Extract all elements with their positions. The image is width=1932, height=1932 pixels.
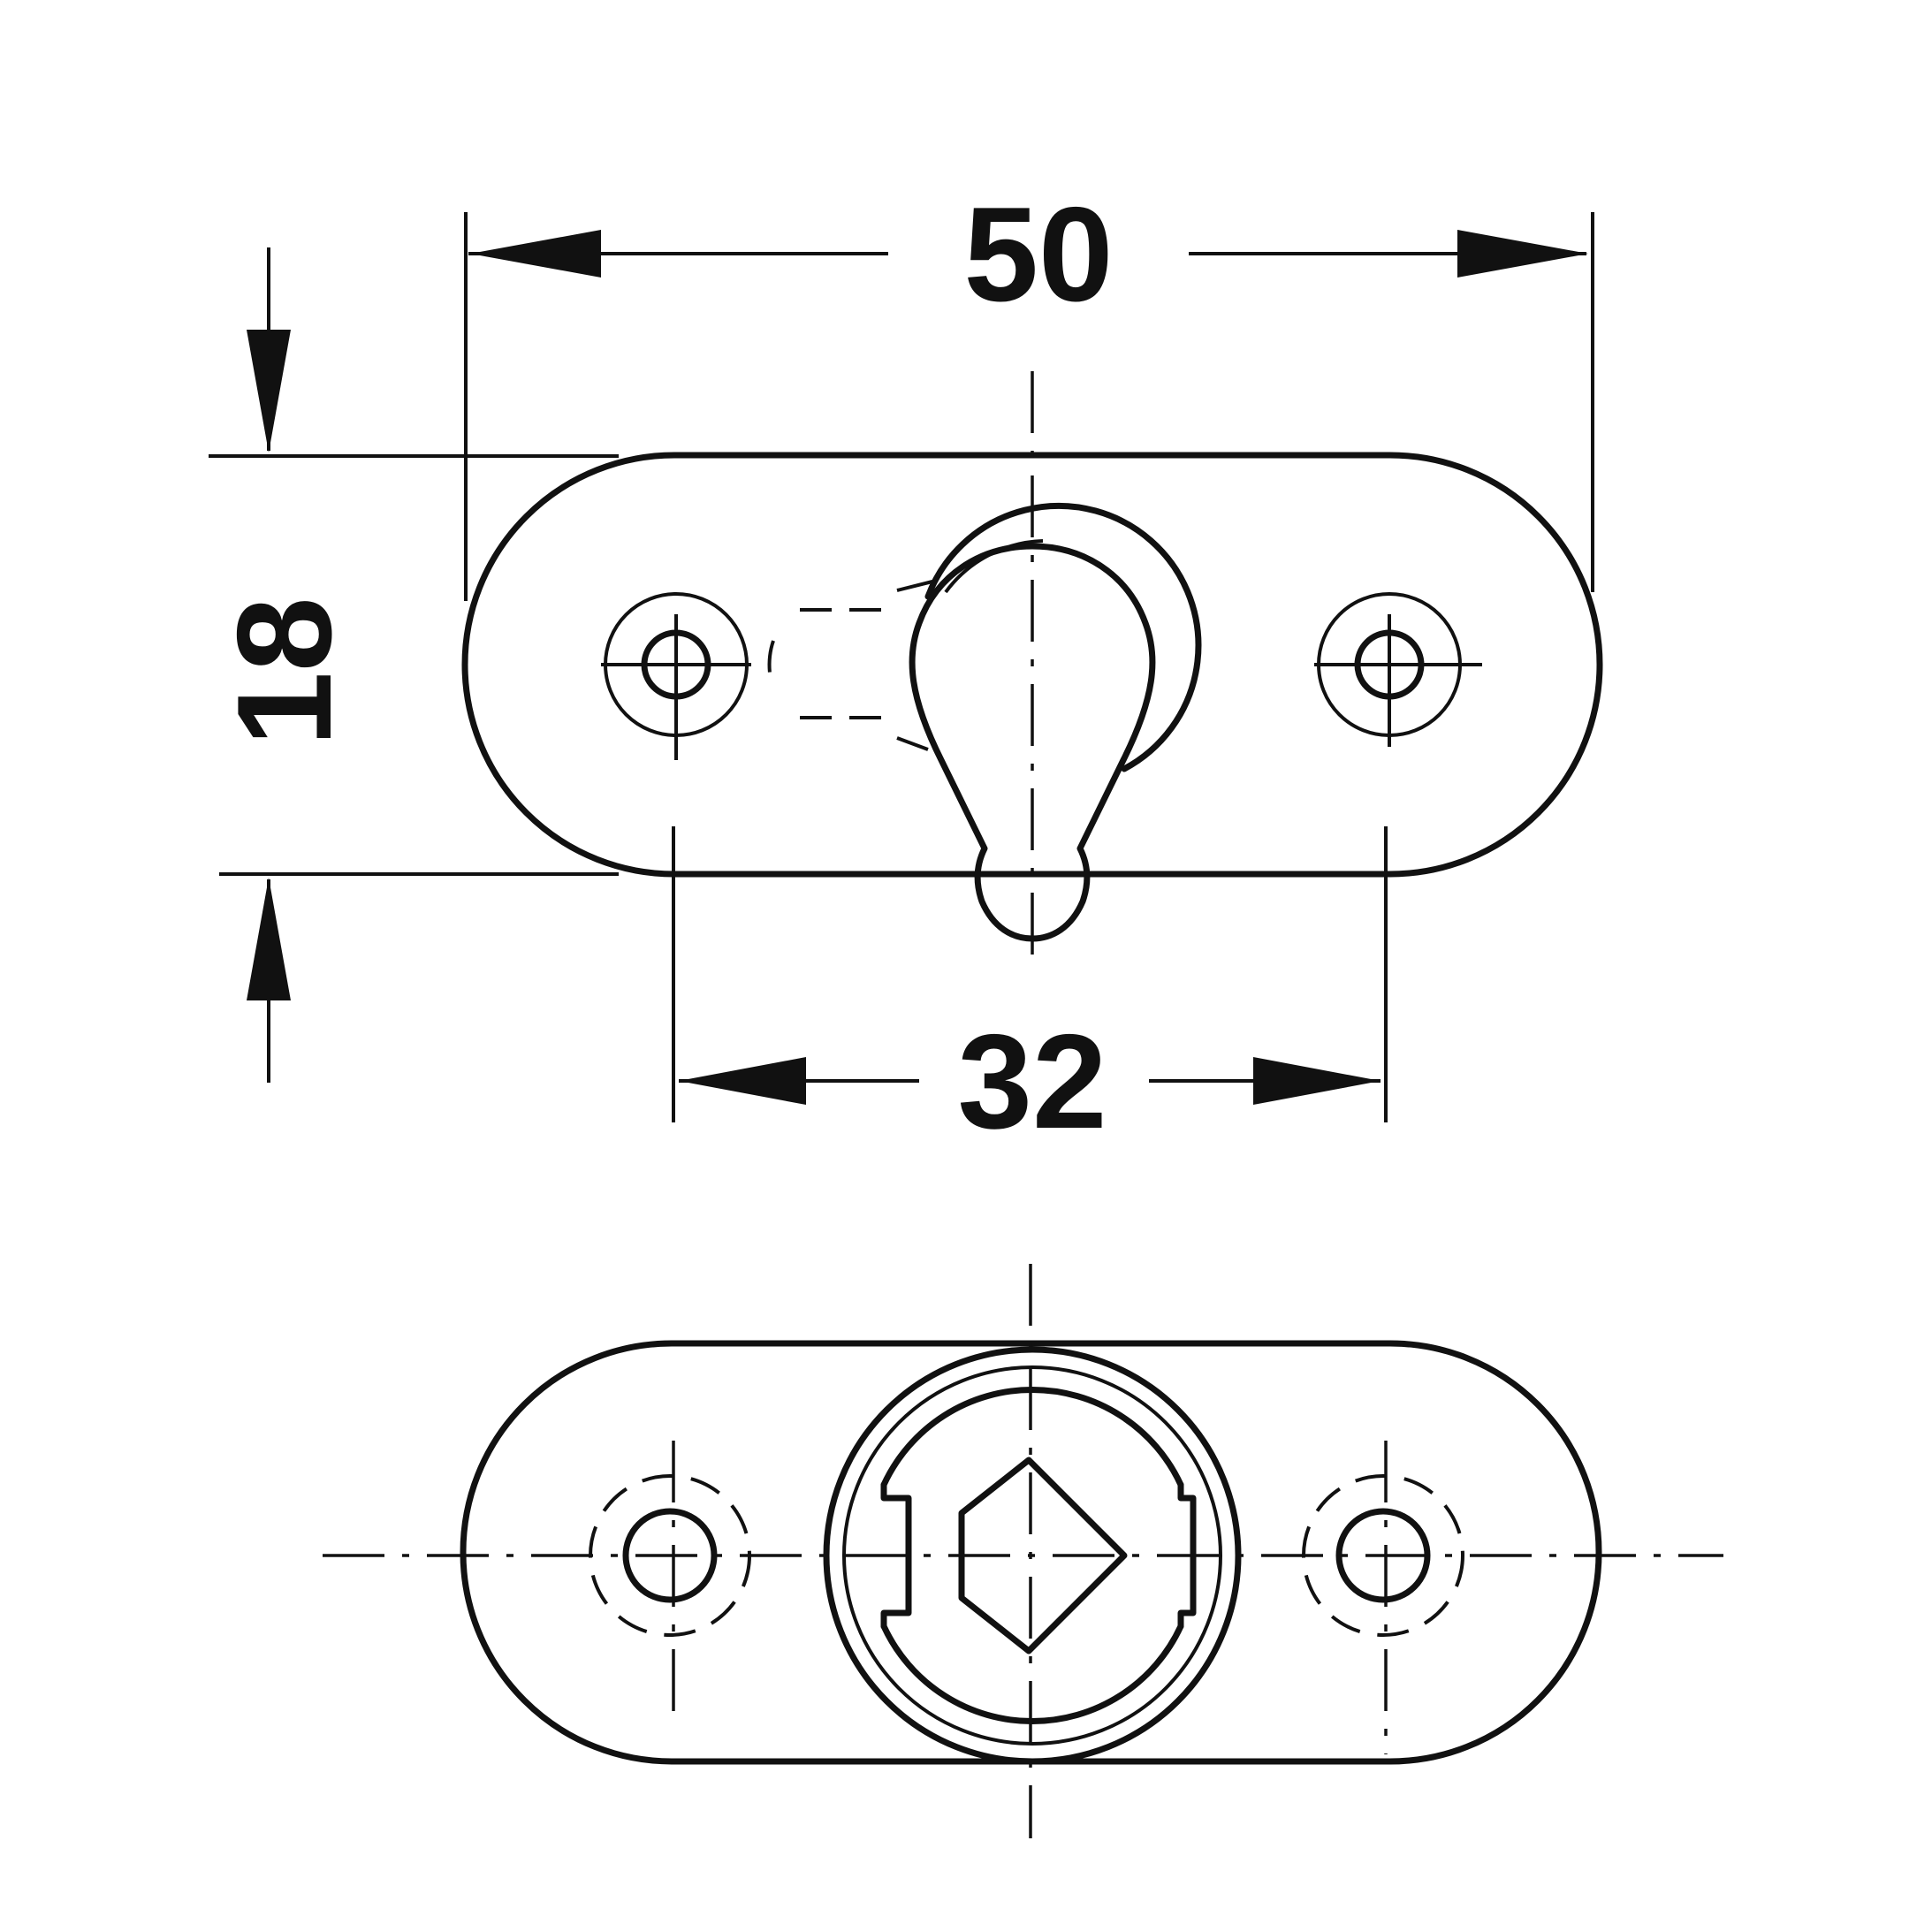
right-screw-hole bbox=[1314, 592, 1482, 747]
dimension-hole-spacing: 32 bbox=[672, 826, 1388, 1157]
left-screw-hole bbox=[601, 592, 751, 760]
dimension-height: 18 bbox=[209, 247, 619, 1083]
dimension-overall-length: 50 bbox=[464, 179, 1594, 601]
left-mounting-hole bbox=[589, 1441, 751, 1715]
keyhole bbox=[909, 543, 1156, 942]
bottom-view bbox=[323, 1264, 1723, 1838]
cam-hidden-lines bbox=[800, 608, 893, 719]
cam-disc bbox=[823, 1346, 1242, 1765]
cam-ring bbox=[924, 503, 1202, 772]
dimension-label-18: 18 bbox=[209, 597, 360, 746]
dimension-label-50: 50 bbox=[963, 179, 1113, 330]
right-mounting-hole bbox=[1302, 1441, 1464, 1754]
square-drive-icon bbox=[958, 1457, 1128, 1654]
top-view bbox=[461, 371, 1603, 972]
dimension-label-32: 32 bbox=[957, 1007, 1107, 1157]
